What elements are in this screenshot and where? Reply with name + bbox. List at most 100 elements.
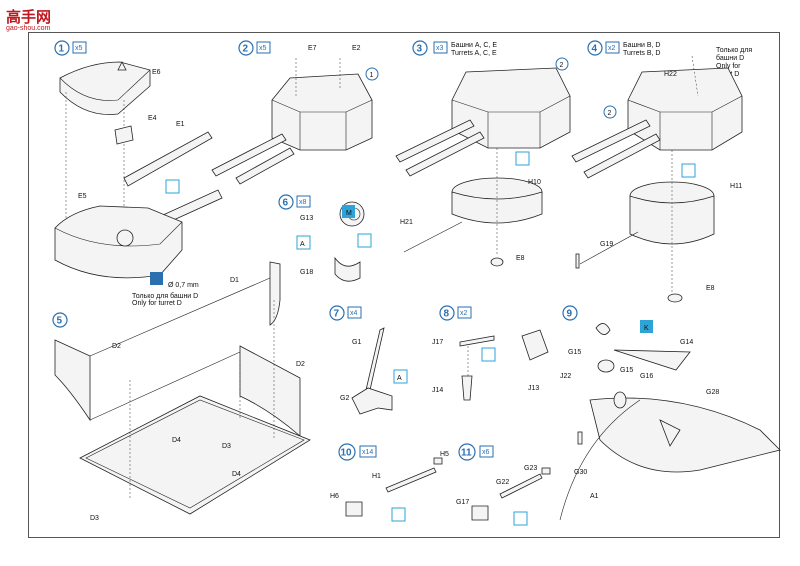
svg-text:D3: D3	[90, 515, 99, 522]
svg-text:G1: G1	[352, 339, 361, 346]
step-9-badge: 9	[562, 305, 578, 321]
svg-text:x2: x2	[460, 310, 468, 317]
step-10-diagram: H5 H1 H6	[330, 451, 449, 522]
svg-text:4: 4	[592, 44, 598, 55]
svg-text:D4: D4	[172, 437, 181, 444]
svg-text:Только для башни D: Только для башни D	[132, 292, 198, 300]
svg-text:G22: G22	[496, 479, 509, 486]
step-5-badge: 5	[52, 312, 68, 328]
instruction-sheet-border	[28, 32, 780, 538]
svg-text:H21: H21	[400, 219, 413, 226]
svg-text:G28: G28	[706, 389, 719, 396]
svg-text:E1: E1	[176, 121, 185, 128]
step-6-badge: 6 x8	[278, 194, 311, 210]
step-1-diagram: Ø 0,7 mm Только для башни D Only for tur…	[54, 61, 223, 307]
svg-text:Только для: Только для	[716, 47, 752, 54]
svg-text:Башни B, D: Башни B, D	[623, 42, 660, 49]
svg-text:G15: G15	[568, 349, 581, 356]
svg-text:Turrets A, C, E: Turrets A, C, E	[451, 50, 497, 57]
svg-text:башни D: башни D	[716, 54, 744, 62]
site-logo: 高手网 gao-shou.com	[6, 8, 51, 32]
step-5-diagram: D1 D2 D2 D3 D3 D4 D4	[54, 261, 311, 522]
svg-text:G2: G2	[340, 395, 349, 402]
svg-text:J17: J17	[432, 339, 443, 346]
svg-text:E7: E7	[308, 45, 317, 52]
svg-text:G14: G14	[680, 339, 693, 346]
svg-text:H10: H10	[528, 179, 541, 186]
svg-text:8: 8	[444, 309, 450, 320]
step-10-badge: 10 x14	[338, 443, 377, 461]
svg-text:H22: H22	[664, 71, 677, 78]
svg-text:D1: D1	[230, 277, 239, 284]
svg-text:H5: H5	[440, 451, 449, 458]
svg-text:H6: H6	[330, 493, 339, 500]
step-4-diagram: 2 H22 H11 G19 E8	[571, 55, 742, 303]
svg-text:11: 11	[461, 448, 472, 459]
svg-text:G16: G16	[640, 373, 653, 380]
step-1-badge: 1 x5	[54, 40, 87, 56]
svg-text:7: 7	[334, 309, 340, 320]
svg-text:x5: x5	[259, 45, 267, 52]
svg-text:3: 3	[417, 44, 423, 55]
svg-text:Башни A, C, E: Башни A, C, E	[451, 42, 497, 49]
logo-url: gao-shou.com	[6, 25, 51, 32]
svg-text:D2: D2	[112, 343, 121, 350]
svg-text:10: 10	[341, 448, 353, 459]
svg-text:H1: H1	[372, 473, 381, 480]
svg-text:x4: x4	[350, 310, 358, 317]
svg-text:G15: G15	[620, 367, 633, 374]
svg-text:2: 2	[608, 110, 612, 117]
svg-text:Only for: Only for	[716, 63, 741, 70]
svg-text:J22: J22	[560, 373, 571, 380]
svg-text:G18: G18	[300, 269, 313, 276]
svg-text:J14: J14	[432, 387, 443, 394]
step-2-badge: 2 x5	[238, 40, 271, 56]
svg-text:M: M	[346, 210, 352, 217]
svg-text:D3: D3	[222, 443, 231, 450]
svg-text:G23: G23	[524, 465, 537, 472]
logo-text: 高手网	[6, 8, 51, 26]
svg-text:1: 1	[370, 72, 374, 79]
svg-text:J13: J13	[528, 385, 539, 392]
svg-text:G17: G17	[456, 499, 469, 506]
svg-text:x5: x5	[75, 45, 83, 52]
svg-text:G30: G30	[574, 469, 587, 476]
svg-text:E4: E4	[148, 115, 157, 122]
svg-text:Ø 0,7 mm: Ø 0,7 mm	[168, 282, 199, 289]
svg-text:5: 5	[57, 316, 63, 327]
svg-text:Turrets B, D: Turrets B, D	[623, 50, 660, 57]
step-8-badge: 8 x2	[439, 305, 472, 321]
svg-text:A1: A1	[590, 493, 599, 500]
svg-text:A: A	[397, 375, 402, 382]
svg-text:G19: G19	[600, 241, 613, 248]
svg-text:K: K	[644, 325, 649, 332]
svg-text:D2: D2	[296, 361, 305, 368]
svg-text:D4: D4	[232, 471, 241, 478]
step-9-diagram: K G15 G14 J22 G15 G16 G28 G30 A1	[559, 320, 781, 521]
step-11-diagram: G23 G22 G17	[456, 465, 551, 526]
step-11-badge: 11 x6	[458, 443, 494, 461]
svg-text:x2: x2	[608, 45, 616, 52]
svg-text:2: 2	[560, 62, 564, 69]
step-7-badge: 7 x4	[329, 305, 362, 321]
svg-text:x14: x14	[362, 449, 373, 456]
svg-text:1: 1	[59, 44, 65, 55]
svg-text:G13: G13	[300, 215, 313, 222]
svg-text:H11: H11	[730, 183, 742, 190]
svg-text:9: 9	[567, 309, 573, 320]
svg-text:E2: E2	[352, 45, 361, 52]
step-4-badge: 4 x2 Башни B, D Turrets B, D Только для …	[587, 40, 752, 78]
svg-text:E8: E8	[516, 255, 525, 262]
step-8-diagram: J17 J14 J13	[432, 329, 549, 401]
svg-text:x8: x8	[299, 199, 307, 206]
svg-text:E6: E6	[152, 69, 161, 76]
svg-text:Only for turret D: Only for turret D	[132, 300, 182, 307]
svg-text:2: 2	[243, 44, 249, 55]
svg-text:6: 6	[283, 198, 289, 209]
svg-text:x6: x6	[482, 449, 490, 456]
step-3-diagram: 2 H10 H21 E8	[395, 57, 571, 267]
svg-text:x3: x3	[436, 45, 444, 52]
step-7-diagram: A G1 G2	[340, 327, 408, 415]
step-6-diagram: M A G13 G18	[296, 201, 372, 282]
